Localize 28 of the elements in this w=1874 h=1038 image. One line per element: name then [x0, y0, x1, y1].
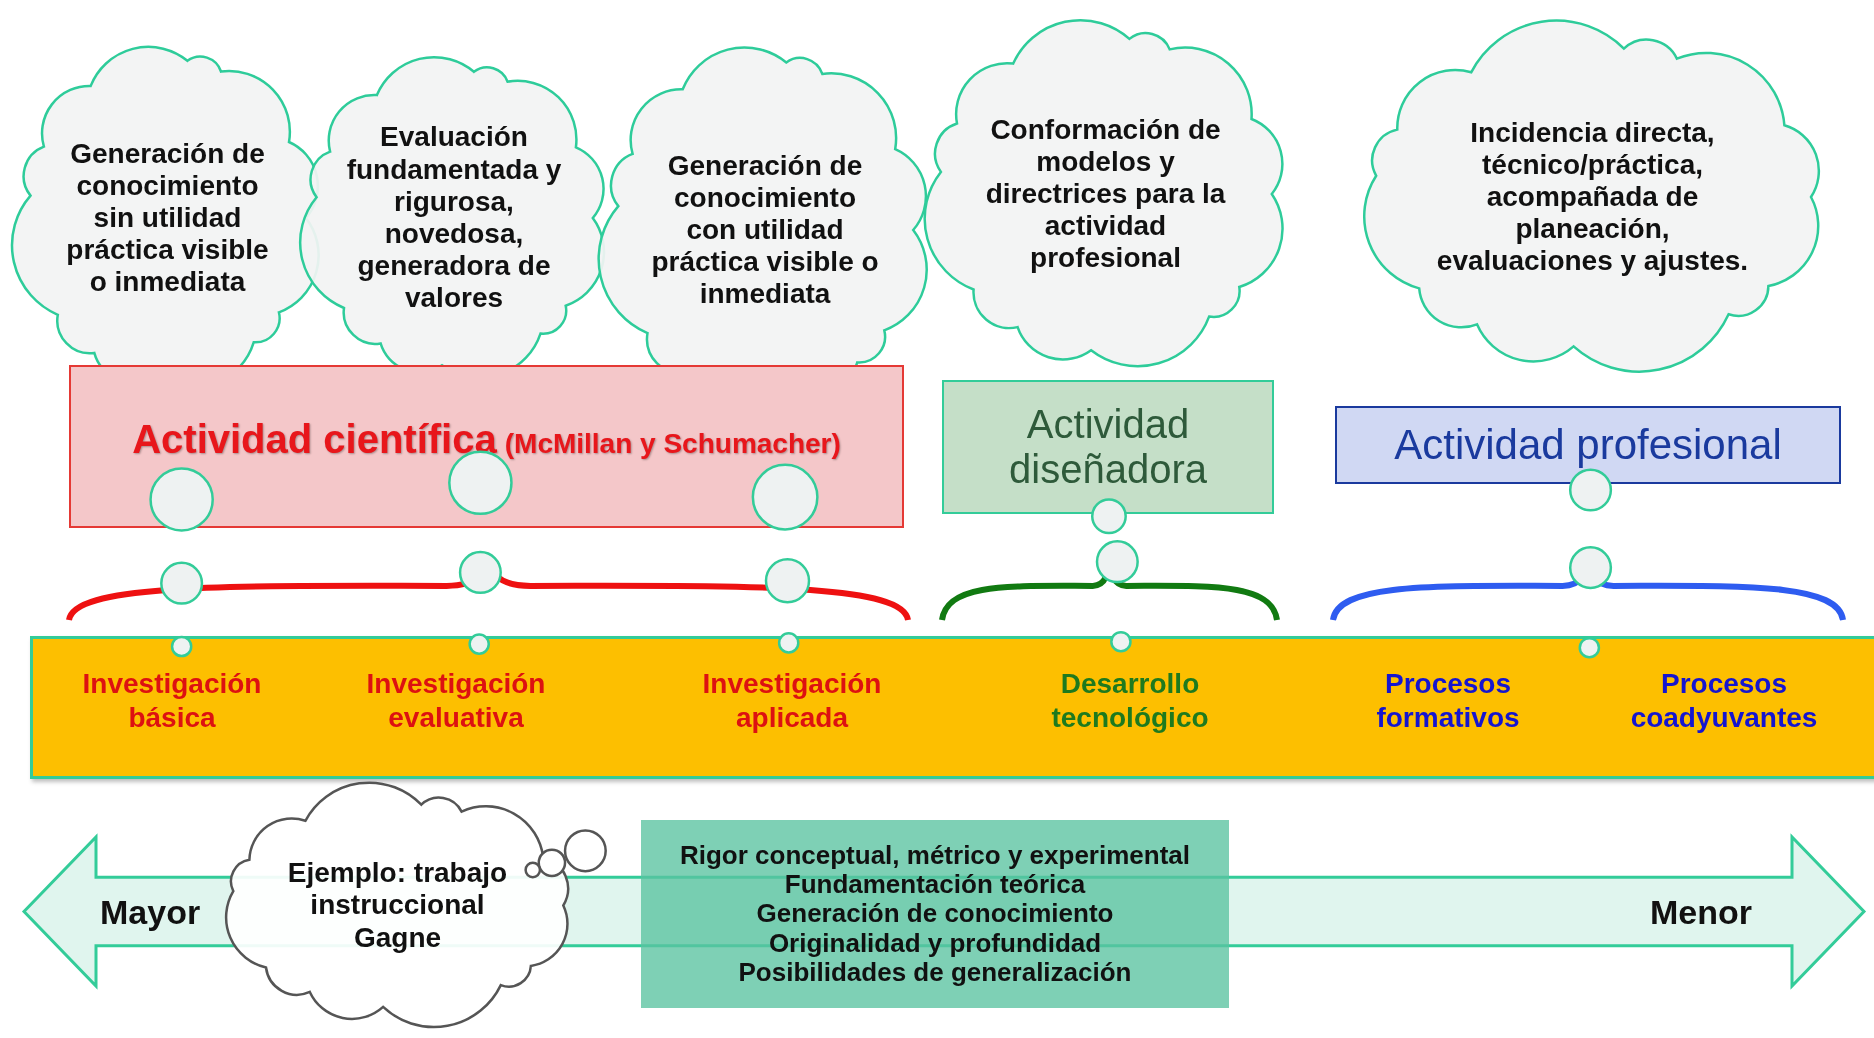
category-band	[30, 636, 1874, 779]
category-label: Investigación aplicada	[662, 667, 922, 735]
criterion-text: Rigor conceptual, métrico y experimental	[679, 841, 1190, 871]
category-label: Procesos coadyuvantes	[1594, 667, 1854, 735]
cloud-text: Generación de conocimiento sin utilidad práctica visible o inmediata	[65, 137, 270, 299]
cloud-text: Ejemplo: trabajo instruccional Gagne	[286, 857, 509, 954]
cloud-text: Incidencia directa, técnico/práctica, acompañada de planeación, evaluaciones y ajustes.	[1435, 116, 1750, 278]
criterion-text: Originalidad y profundidad	[768, 928, 1102, 958]
scale-label: Menor	[1650, 893, 1752, 932]
criterion-text: Generación de conocimiento	[756, 899, 1114, 929]
cloud-text: Evaluación fundamentada y rigurosa, novedosa, generadora de valores	[345, 121, 563, 315]
criteria-panel	[641, 820, 1229, 1008]
box-title: Actividad profesional	[1394, 421, 1782, 469]
box-title: Actividad científica	[132, 417, 497, 462]
box-title: (McMillan y Schumacher)	[504, 428, 841, 460]
category-box	[1335, 406, 1841, 484]
category-label: Procesos formativos	[1318, 667, 1578, 735]
category-label: Investigación básica	[42, 667, 302, 735]
cloud-text: Generación de conocimiento con utilidad práctica visible o inmediata	[650, 149, 880, 311]
scale-label: Mayor	[100, 893, 201, 932]
box-title: Actividad diseñadora	[1008, 402, 1208, 492]
category-label: Desarrollo tecnológico	[1000, 667, 1260, 735]
category-box	[69, 365, 904, 528]
criterion-text: Posibilidades de generalización	[738, 957, 1132, 987]
criterion-text: Fundamentación teórica	[784, 870, 1086, 900]
cloud-text: Conformación de modelos y directrices para la actividad profesional	[984, 113, 1227, 275]
category-label: Investigación evaluativa	[326, 667, 586, 735]
category-box	[942, 380, 1274, 514]
